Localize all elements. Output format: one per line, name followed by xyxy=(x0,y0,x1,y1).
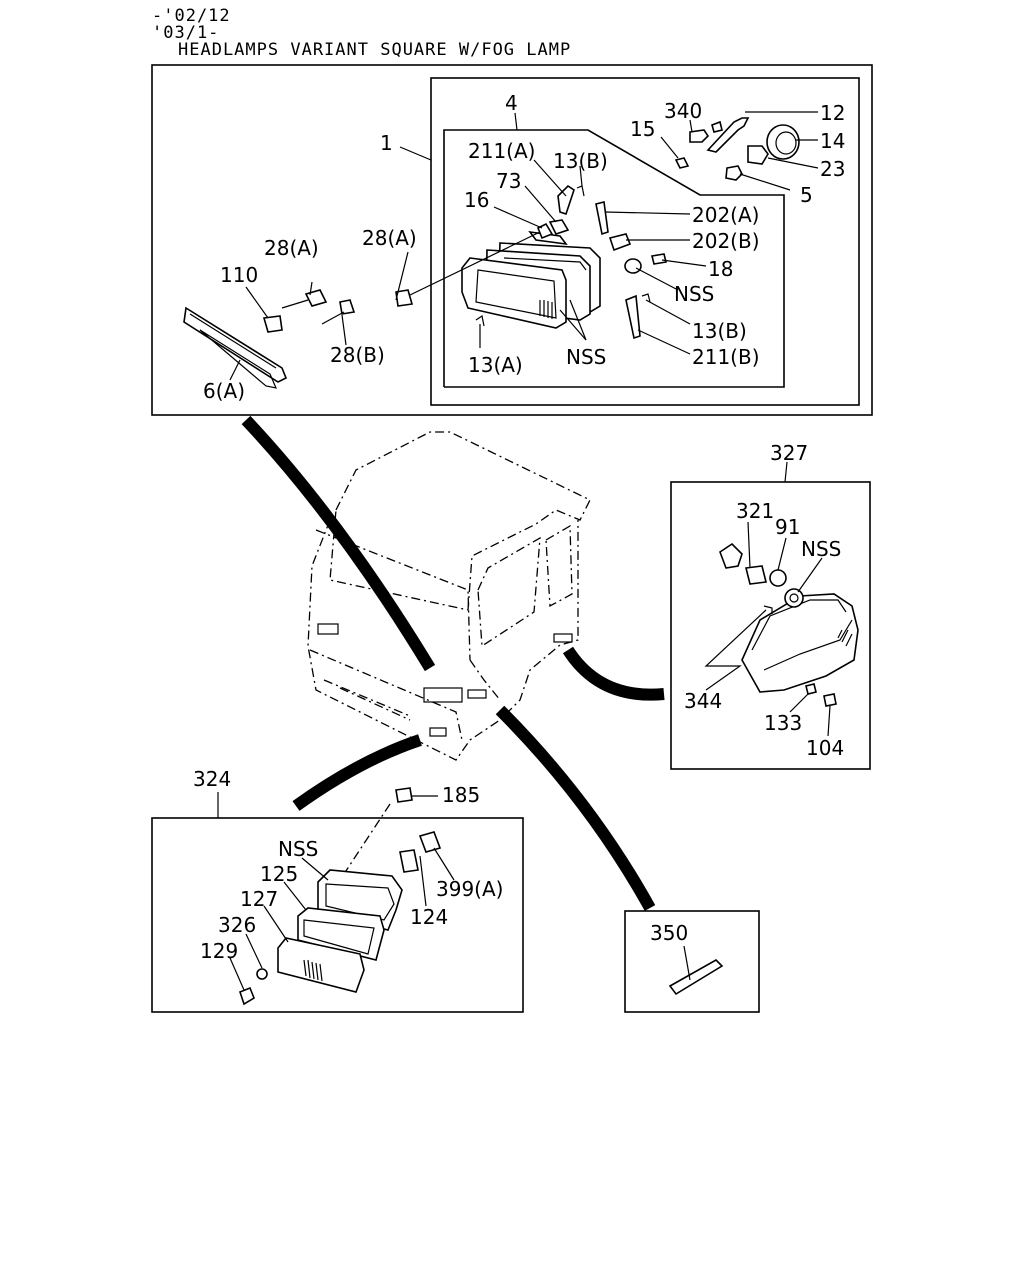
callout-344: 344 xyxy=(684,689,722,713)
fog-lamp-frame xyxy=(151,817,524,1013)
callout-28b: 28(B) xyxy=(330,343,385,367)
side-lamp-panel: 327 321 91 NSS 344 133 104 xyxy=(670,441,871,770)
callout-211b: 211(B) xyxy=(692,345,760,369)
callout-nss-headlamp: NSS xyxy=(566,345,606,369)
side-lamp-frame xyxy=(670,481,871,770)
callout-133: 133 xyxy=(764,711,802,735)
plate-frame xyxy=(624,910,760,1013)
headlamp-leaders xyxy=(409,111,819,355)
header-line-1: -'02/12 xyxy=(152,6,231,26)
headlamp-assembly-frame xyxy=(430,77,860,406)
callout-129: 129 xyxy=(200,939,238,963)
callout-185: 185 xyxy=(442,783,480,807)
headlamp-panel-frame xyxy=(151,64,873,416)
callout-324: 324 xyxy=(193,767,231,791)
connector-side-lamp xyxy=(562,646,665,701)
callout-202a: 202(A) xyxy=(692,203,759,227)
header-line-2: '03/1- xyxy=(152,23,220,43)
callout-14: 14 xyxy=(820,129,845,153)
callout-350: 350 xyxy=(650,921,688,945)
callout-nss-fog: NSS xyxy=(278,837,318,861)
callout-399a: 399(A) xyxy=(436,877,503,901)
connector-plate xyxy=(495,705,656,911)
callout-124: 124 xyxy=(410,905,448,929)
callout-28a-left: 28(A) xyxy=(264,236,319,260)
callout-125: 125 xyxy=(260,862,298,886)
callout-nss-side: NSS xyxy=(801,537,841,561)
callout-28a-mid: 28(A) xyxy=(362,226,417,250)
callout-15: 15 xyxy=(630,117,655,141)
callout-211a: 211(A) xyxy=(468,139,535,163)
callout-340: 340 xyxy=(664,99,702,123)
callout-1: 1 xyxy=(380,131,393,155)
headlamp-unit-frame xyxy=(443,129,785,388)
connector-headlamp xyxy=(241,415,436,672)
callout-23: 23 xyxy=(820,157,845,181)
callout-110: 110 xyxy=(220,263,258,287)
callout-5: 5 xyxy=(800,183,813,207)
callout-12: 12 xyxy=(820,101,845,125)
headlamp-housing-drawing xyxy=(461,230,601,329)
fog-lamp-panel: 324 185 NSS 125 127 326 129 399(A) 124 xyxy=(151,767,524,1013)
callout-127: 127 xyxy=(240,887,278,911)
callout-202b: 202(B) xyxy=(692,229,760,253)
callout-91: 91 xyxy=(775,515,800,539)
callout-326: 326 xyxy=(218,913,256,937)
callout-321: 321 xyxy=(736,499,774,523)
callout-nss-right: NSS xyxy=(674,282,714,306)
plate-panel: 350 xyxy=(624,910,760,1013)
connector-fog-lamp xyxy=(292,734,422,811)
callout-327: 327 xyxy=(770,441,808,465)
callout-6a: 6(A) xyxy=(203,379,245,403)
callout-16: 16 xyxy=(464,188,489,212)
callout-73: 73 xyxy=(496,169,521,193)
headlamp-small-parts xyxy=(475,117,800,340)
callout-4: 4 xyxy=(505,91,518,115)
callout-18: 18 xyxy=(708,257,733,281)
headlamp-panel: 1 4 211(A) 13(B) 73 16 28(A) 28(A) 110 2… xyxy=(151,64,873,416)
bracket-parts xyxy=(183,251,414,389)
callout-13b-top: 13(B) xyxy=(553,149,608,173)
callout-13a: 13(A) xyxy=(468,353,523,377)
truck-cab-drawing xyxy=(307,431,591,761)
diagram-title: HEADLAMPS VARIANT SQUARE W/FOG LAMP xyxy=(178,40,572,60)
callout-13b-low: 13(B) xyxy=(692,319,747,343)
callout-104: 104 xyxy=(806,736,844,760)
